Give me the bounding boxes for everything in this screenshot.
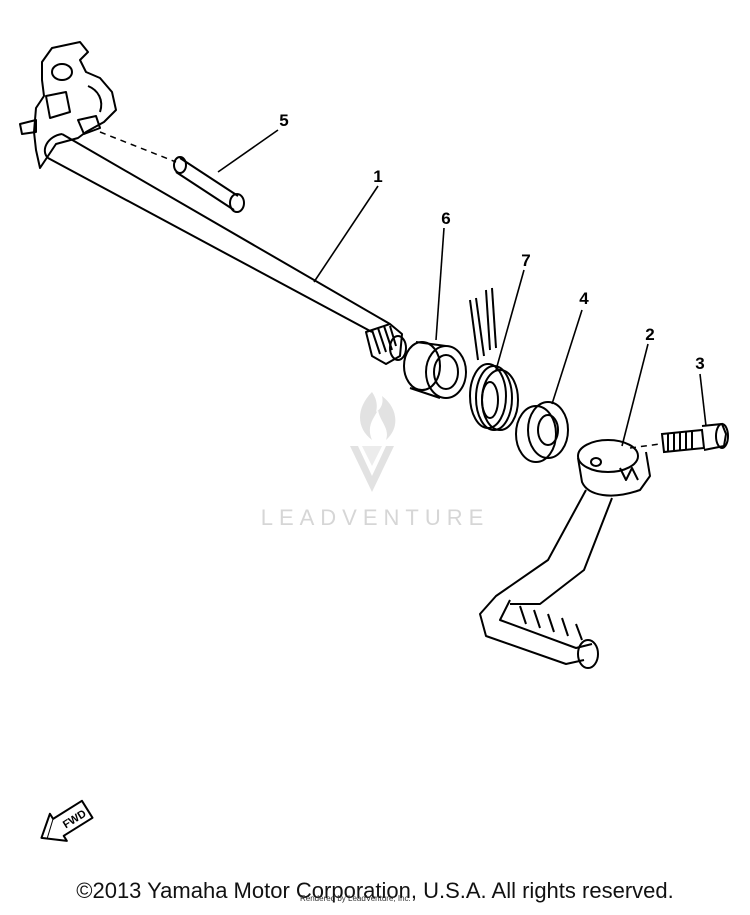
- shift-shaft-part: [19, 41, 407, 365]
- oil-seal-part: [403, 341, 467, 399]
- callout-3: 3: [695, 354, 704, 373]
- leader-line-5: [217, 129, 279, 173]
- fwd-arrow-icon: FWD: [40, 799, 94, 842]
- callout-1: 1: [373, 167, 382, 186]
- leader-line-7: [495, 269, 525, 371]
- shift-pedal-part: [479, 439, 651, 669]
- rendered-by-note: Rendered by LeadVenture, Inc.: [300, 894, 411, 903]
- collar-part: [515, 401, 569, 463]
- bolt-part: [629, 422, 729, 454]
- torsion-spring-part: [469, 287, 519, 431]
- leader-line-6: [435, 227, 445, 341]
- pin-part: [99, 131, 245, 213]
- callout-5: 5: [279, 111, 288, 130]
- callout-7: 7: [521, 251, 530, 270]
- watermark-text: LEADVENTURE: [261, 505, 490, 530]
- leader-line-1: [313, 185, 379, 283]
- callout-2: 2: [645, 325, 654, 344]
- leader-line-4: [551, 309, 583, 405]
- leadventure-watermark-logo: [350, 392, 396, 492]
- copyright-notice: ©2013 Yamaha Motor Corporation, U.S.A. A…: [76, 878, 674, 903]
- callout-4: 4: [579, 289, 589, 308]
- callout-leader-lines: [217, 129, 707, 447]
- callout-6: 6: [441, 209, 450, 228]
- leader-line-2: [621, 343, 649, 447]
- leader-line-3: [699, 373, 707, 427]
